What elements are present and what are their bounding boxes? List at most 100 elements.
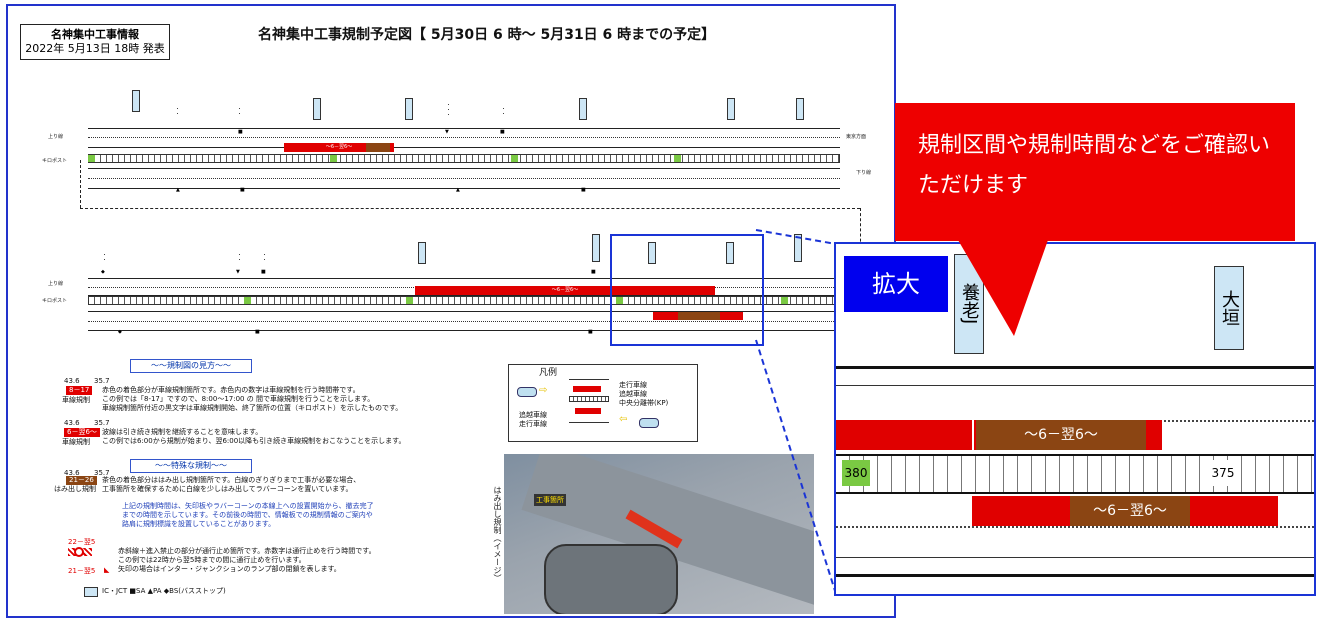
ic-box-yoro: 養老J <box>954 254 984 354</box>
time-tag: 8－17 <box>66 386 93 395</box>
legend-item: 走行車線 <box>619 381 647 389</box>
road-line <box>88 330 840 331</box>
document-title: 名神集中工事規制予定図【 5月30日 6 時～ 5月31日 6 時までの予定】 <box>258 27 716 43</box>
zoom-panel: 拡大 養老J 大垣 ～6－翌6～ 380 375 ～6－翌6～ <box>834 242 1316 596</box>
inset-view <box>544 544 678 614</box>
explanation-line: 車線規制箇所付近の黒文字は車線規制開始、終了箇所の位置（キロポスト）を示したもの… <box>102 404 403 412</box>
lane-regulation-label: 車線規制 <box>62 396 90 404</box>
station-name: ・・ <box>101 252 107 262</box>
station-name: ・・ <box>261 252 267 262</box>
legend-title: 凡例 <box>539 368 558 378</box>
lane-line <box>88 321 840 322</box>
issue-date: 2022年 5月13日 18時 発表 <box>25 42 165 55</box>
road-line <box>836 557 1314 558</box>
km-start: 43.6 <box>64 377 80 385</box>
facility-marker: ◆ <box>118 329 122 335</box>
explanation-line: この例では「8-17」ですので、8:00～17:00 の 間で車線規制を行うこと… <box>102 395 375 403</box>
note-line: までの時間を示しています。その前後の時間で、情報板での規制情報のご案内や <box>122 511 373 519</box>
continuation-line <box>860 208 861 262</box>
facility-marker: ■ <box>240 187 245 193</box>
zoom-badge: 拡大 <box>844 256 948 312</box>
kilopost-marker <box>406 297 413 304</box>
zoom-kilopost-ruler <box>836 454 1314 494</box>
lane-line <box>88 178 840 179</box>
section-how-to-read: ～～規制図の見方～～ <box>130 359 252 373</box>
lower-line-label: 下り線 <box>856 170 872 176</box>
road-line <box>836 385 1314 386</box>
km-end: 35.7 <box>94 419 110 427</box>
ramp-time-tag: 21－翌5 <box>68 567 96 575</box>
kilopost-marker <box>244 297 251 304</box>
arrow-icon: ◣ <box>104 566 110 574</box>
hamidashi-illustration: 工事箇所 <box>504 454 814 614</box>
regulation-band: ～6－翌6～ <box>284 143 394 152</box>
note-line: 上記の規制時間は、矢印板やラバーコーンの本線上への設置開始から、撤去完了 <box>122 502 374 510</box>
road-line <box>88 311 840 312</box>
explanation-line: 波線は引き続き規制を継続することを意味します。 <box>102 428 263 436</box>
regulation-band: ～6－翌6～ <box>415 286 715 295</box>
legend-road <box>569 379 609 423</box>
facility-marker: ■ <box>238 129 243 135</box>
arrow-right-icon: ⇨ <box>539 385 548 396</box>
kilopost-label: キロポスト <box>42 158 68 164</box>
regulation-document: 名神集中工事情報 2022年 5月13日 18時 発表 名神集中工事規制予定図【… <box>6 4 896 618</box>
ic-box <box>418 242 426 264</box>
facility-marker: ▼ <box>445 129 449 135</box>
facility-marker: ▲ <box>176 187 180 193</box>
ic-box <box>313 98 321 120</box>
stop-time-tag: 22－翌5 <box>68 538 96 546</box>
facility-marker: ■ <box>591 269 596 275</box>
station-name: ・・ <box>236 106 242 116</box>
ic-box <box>796 98 804 120</box>
section-special: ～～特殊な規制～～ <box>130 459 252 473</box>
facility-marker: ■ <box>500 129 505 135</box>
zoom-kp-380: 380 <box>842 460 870 486</box>
lane-line <box>836 526 1314 528</box>
legend-box: 凡例 ⇨ 走行車線 追越車線 中央分離帯(KP) 追越車線 走行車線 ⇦ <box>508 364 698 442</box>
facility-marker: ▼ <box>236 269 240 275</box>
station-name: ・・・ <box>445 102 451 117</box>
symbols-legend: IC・JCT ■SA ▲PA ◆BS(バスストップ) <box>102 587 226 595</box>
stop-explanation: 矢印の場合はインター・ジャンクションのランプ部の閉鎖を表します。 <box>118 565 341 573</box>
upper-line-label: 上り線 <box>48 134 64 140</box>
time-tag: 21－26 <box>66 476 97 485</box>
callout-bubble <box>895 103 1295 241</box>
ic-box <box>405 98 413 120</box>
ic-box <box>592 234 600 262</box>
road-line <box>88 147 840 148</box>
explanation-line: 工事箇所を確保するために白線を少しはみ出してラバーコーンを置いています。 <box>102 485 353 493</box>
stop-explanation: 赤斜線＋進入禁止の部分が通行止め箇所です。赤数字は通行止めを行う時間です。 <box>118 547 376 555</box>
work-zone-sign: 工事箇所 <box>534 494 566 506</box>
road-line <box>88 278 840 279</box>
explanation-line: 茶色の着色部分ははみ出し規制箇所です。白線のぎりぎりまで工事が必要な場合、 <box>102 476 361 484</box>
kilopost-marker <box>674 155 681 162</box>
ic-box-ogaki: 大垣 <box>1214 266 1244 350</box>
time-tag: 6－翌6～ <box>64 428 100 437</box>
note-line: 路肩に規制標識を設置していることがあります。 <box>122 520 276 528</box>
ic-box <box>579 98 587 120</box>
arrow-left-icon: ⇦ <box>619 414 628 425</box>
issuer-box: 名神集中工事情報 2022年 5月13日 18時 発表 <box>20 24 170 60</box>
zoom-kp-375: 375 <box>1206 460 1240 486</box>
km-start: 43.6 <box>64 419 80 427</box>
upper-line-label: 上り線 <box>48 281 64 287</box>
road-line <box>88 188 840 189</box>
km-end: 35.7 <box>94 469 110 477</box>
road-line <box>836 366 1314 369</box>
kilopost-marker <box>511 155 518 162</box>
kilopost-marker <box>781 297 788 304</box>
facility-marker: ◆ <box>101 269 105 275</box>
road-line <box>836 574 1314 577</box>
legend-red <box>575 408 601 414</box>
road-line <box>88 128 840 129</box>
facility-marker: ■ <box>581 187 586 193</box>
ic-box <box>648 242 656 264</box>
tokyo-direction-label: 東京方面 <box>846 134 867 140</box>
zoom-hamidashi-band: ～6－翌6～ <box>976 420 1146 450</box>
legend-item: 中央分離帯(KP) <box>619 399 669 407</box>
ic-jct-swatch <box>84 587 98 597</box>
station-name: ・・ <box>174 106 180 116</box>
road-line <box>88 295 840 296</box>
photo-caption: はみ出し規制（イメージ） <box>493 486 502 582</box>
facility-marker: ■ <box>588 329 593 335</box>
